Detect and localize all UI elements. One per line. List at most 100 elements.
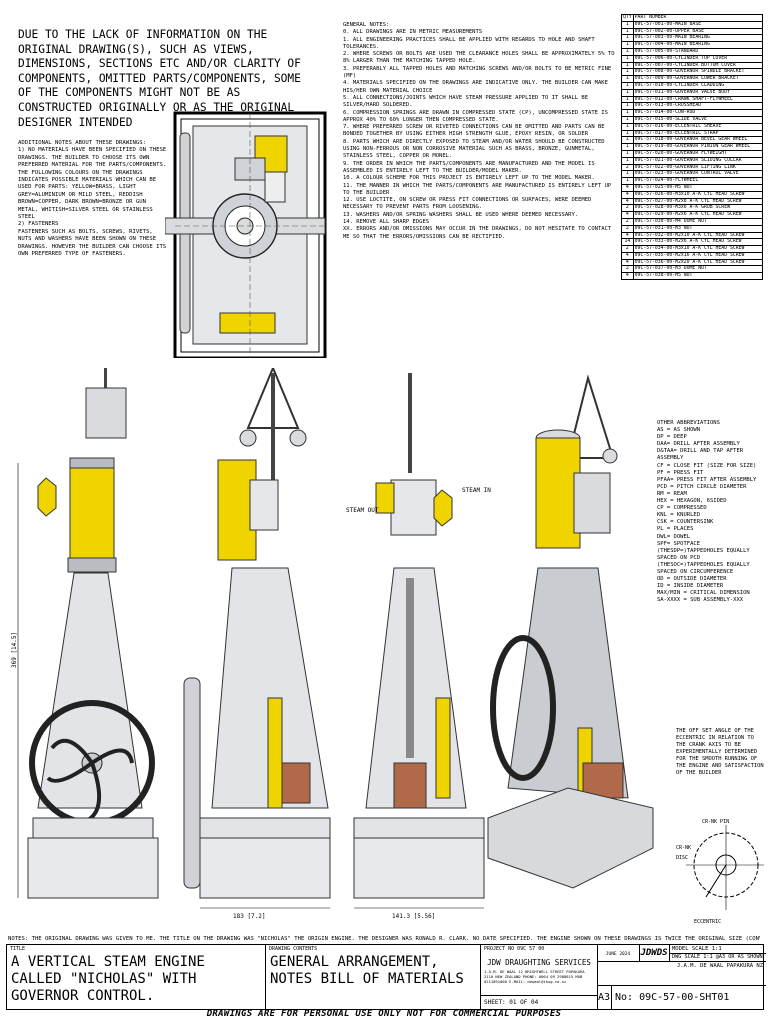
bom-qty: 2	[621, 245, 634, 253]
bom-part-number: 09C-57-018-00-GOVERNOR BEVEL GEAR WHEEL	[632, 136, 764, 145]
bom-qty: 14	[621, 238, 634, 247]
bom-part-number: 09C-57-007-00-CYLINDER BOTTOM COVER	[632, 61, 764, 70]
general-note-item: 1. ALL ENGINEERING PRACTICES SHALL BE AP…	[343, 36, 595, 50]
general-notes: GENERAL NOTES:0. ALL DRAWINGS ARE IN MET…	[343, 22, 615, 241]
bom-qty: 2	[621, 217, 634, 226]
height-dimension: 369 [14.5]	[11, 632, 18, 668]
crank-label: CR-NK	[676, 845, 691, 851]
project-no: 09C 57 00	[517, 946, 545, 952]
drawing-contents: GENERAL ARRANGEMENT, NOTES BILL OF MATER…	[270, 954, 464, 987]
bom-qty: 4	[621, 251, 634, 260]
abbreviation-item: DAA= DRILL AFTER ASSEMBLY	[657, 441, 740, 448]
abbreviation-item: PFAA= PRESS FIT AFTER ASSEMBLY	[657, 476, 757, 483]
bom-header-cell: PART NUMBER	[632, 14, 764, 22]
bom-part-number: 09C-57-004-00-MAIN BEARING	[632, 41, 764, 49]
bom-part-number: 09C-57-025-00-M5 NUT	[632, 183, 764, 192]
bom-part-number: 09C-57-034-00-M3x10 A-K CYL HEAD SCREW	[632, 245, 764, 253]
bom-qty: 4	[621, 231, 634, 240]
bom-qty: 4	[621, 190, 634, 199]
abbreviation-item: SPF= SPOTFACE	[657, 540, 701, 547]
bom-part-number: 09C-57-023-00-GOVERNOR CONTROL VALVE	[632, 170, 764, 179]
abbreviation-item: DWL= DOWEL	[657, 533, 691, 540]
bom-part-number: 09C-57-017-00-ECCENTRIC STRAP	[632, 129, 764, 138]
abbreviation-item: PL = PLACES	[657, 526, 694, 533]
rear-elevation-drawing: STEAM OUT STEAM IN 141.3 [5.56]	[346, 373, 491, 920]
bom-part-number: 09C-57-028-00-M3x6 A-K GRUB SCREW	[632, 204, 764, 213]
additional-note-3: FASTENERS SUCH AS BOLTS, SCREWS, RIVETS,…	[18, 228, 167, 258]
bom-part-number: 09C-57-022-00-GOVERNOR LIFTING LINK	[632, 163, 764, 172]
bom-qty: 1	[621, 122, 634, 131]
bom-part-number: 09C-57-001-00-MAIN BASE	[632, 20, 764, 29]
general-note-item: 3. PREFERABLY ALL TAPPED HOLES AND MATCH…	[343, 65, 612, 80]
general-notes-heading: GENERAL NOTES:	[343, 22, 390, 28]
isometric-view-drawing	[487, 374, 654, 889]
eccentric-label: ECCENTRIC	[694, 919, 721, 925]
bom-part-number: 09C-57-013-00-CROSSHEAD	[632, 102, 764, 111]
sheet-number: SHEET: 01 OF 04	[484, 999, 539, 1006]
disc-label: DISC	[676, 855, 688, 861]
bom-qty: 1	[621, 27, 634, 36]
bom-part-number: 09C-57-030-00-M4 DOME NUT	[632, 217, 764, 226]
abbreviations-heading: OTHER ABBREVIATIONS	[657, 420, 720, 426]
bom-part-number: 09C-57-006-00-CYLINDER TOP COVER	[632, 54, 764, 63]
bom-qty: 1	[621, 115, 634, 124]
top-view-drawing	[165, 111, 327, 358]
abbreviation-item: AS = AS SHOWN	[657, 427, 701, 434]
eccentric-offset-diagram: CR-NK PIN CR-NK DISC ECCENTRIC	[676, 819, 764, 925]
drawing-scale: DWG SCALE 1:1 @A3 OR AS SHOWN	[669, 953, 766, 962]
bom-qty: 1	[621, 61, 634, 70]
bom-qty: 1	[621, 177, 634, 185]
bom-qty: 1	[621, 109, 634, 117]
date-box: JUNE 2024	[597, 945, 640, 962]
additional-notes-heading: ADDITIONAL NOTES ABOUT THESE DRAWINGS:	[18, 140, 146, 146]
model-scale: MODEL SCALE 1:1	[669, 945, 766, 954]
abbreviation-item: MAX/MIN = CRITICAL DIMENSION	[657, 590, 750, 597]
bom-part-number: 09C-57-016-00-ECCENTRIC SHEAVE	[632, 122, 764, 131]
eccentric-offset-note: THE OFF SET ANGLE OF THE ECCENTRIC IN RE…	[676, 728, 764, 776]
bom-part-number: 09C-57-010-00-CYLINDER CLADDING	[632, 81, 764, 90]
abbreviation-item: HEX = HEXAGON, 6SIDED	[657, 498, 727, 505]
general-note-item: 12. USE LOCTITE, ON SCREW OR PRESS FIT C…	[343, 197, 592, 211]
bom-qty: 1	[621, 143, 634, 151]
general-note-item: 9. THE ORDER IN WHICH THE PARTS/COMPONEN…	[343, 160, 595, 174]
company-cell: PROJECT NO 09C 57 00 JDW DRAUGHTING SERV…	[481, 945, 598, 1009]
bom-qty: 1	[621, 95, 634, 104]
bom-part-number: 09C-57-036-00-M2x20 A-K CYL HEAD SCREW	[632, 258, 764, 267]
bom-qty: 1	[621, 41, 634, 49]
bom-part-number: 09C-57-005-00-STANDARD	[632, 47, 764, 56]
bom-qty: 1	[621, 136, 634, 145]
bom-qty: 2	[621, 204, 634, 213]
bom-part-number: 09C-57-024-00-FLYWHEEL	[632, 177, 764, 185]
bom-qty: 1	[621, 81, 634, 90]
general-note-item: 4. MATERIALS SPECIFIED ON THE DRAWINGS A…	[343, 80, 608, 94]
bom-qty: 2	[621, 224, 634, 233]
bom-part-number: 09C-57-012-00-CRANK SHAFT-FLYWHEEL	[632, 95, 764, 104]
contents-cell: DRAWING CONTENTS GENERAL ARRANGEMENT, NO…	[266, 945, 481, 1009]
bom-qty: 1	[621, 47, 634, 56]
paper-size: A3	[597, 985, 612, 1010]
drawn-by: J.A.M. DE WAAL PAPAKURA NZ	[676, 963, 763, 969]
bom-qty: 1	[621, 88, 634, 97]
general-note-item: XX. ERRORS AND/OR OMISSIONS MAY OCCUR IN…	[343, 226, 612, 240]
